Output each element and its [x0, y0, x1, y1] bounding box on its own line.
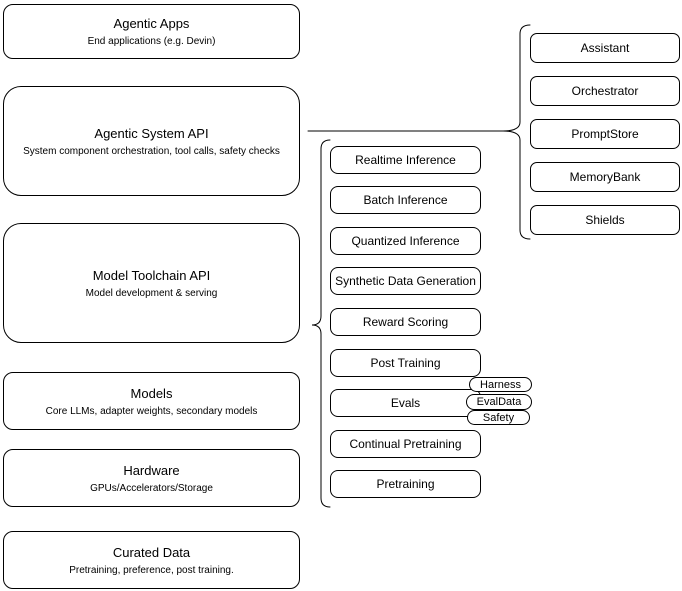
node-label: Realtime Inference: [355, 153, 456, 167]
node-shields: Shields: [530, 205, 680, 235]
node-label: Assistant: [580, 41, 630, 55]
node-label: PromptStore: [571, 127, 639, 141]
node-hardware: Hardware GPUs/Accelerators/Storage: [3, 449, 300, 507]
node-label: Shields: [585, 213, 625, 227]
pill-harness: Harness: [469, 377, 532, 392]
system-components-brace: [502, 24, 531, 240]
node-label: MemoryBank: [569, 170, 641, 184]
node-label: Orchestrator: [571, 84, 639, 98]
node-subtitle: Core LLMs, adapter weights, secondary mo…: [45, 405, 258, 417]
node-agentic-apps: Agentic Apps End applications (e.g. Devi…: [3, 4, 300, 59]
node-assistant: Assistant: [530, 33, 680, 63]
node-subtitle: GPUs/Accelerators/Storage: [90, 482, 213, 494]
node-pretraining: Pretraining: [330, 470, 481, 498]
node-agentic-system-api: Agentic System API System component orch…: [3, 86, 300, 196]
node-evals: Evals: [330, 389, 481, 417]
node-memorybank: MemoryBank: [530, 162, 680, 192]
node-curated-data: Curated Data Pretraining, preference, po…: [3, 531, 300, 589]
node-subtitle: Model development & serving: [85, 287, 218, 299]
node-synthetic-data-generation: Synthetic Data Generation: [330, 267, 481, 295]
node-quantized-inference: Quantized Inference: [330, 227, 481, 255]
pill-evaldata: EvalData: [466, 394, 532, 410]
node-title: Models: [130, 385, 173, 401]
node-label: Reward Scoring: [362, 315, 449, 329]
pill-label: Safety: [482, 411, 515, 424]
node-promptstore: PromptStore: [530, 119, 680, 149]
node-reward-scoring: Reward Scoring: [330, 308, 481, 336]
node-subtitle: Pretraining, preference, post training.: [69, 564, 234, 576]
node-orchestrator: Orchestrator: [530, 76, 680, 106]
node-batch-inference: Batch Inference: [330, 186, 481, 214]
node-label: Evals: [390, 396, 421, 410]
node-subtitle: End applications (e.g. Devin): [87, 36, 216, 47]
pill-label: Harness: [480, 378, 521, 391]
pill-safety: Safety: [467, 410, 530, 425]
node-subtitle: System component orchestration, tool cal…: [23, 145, 280, 157]
node-title: Model Toolchain API: [92, 267, 211, 283]
node-post-training: Post Training: [330, 349, 481, 377]
node-continual-pretraining: Continual Pretraining: [330, 430, 481, 458]
node-title: Agentic System API: [94, 125, 209, 141]
node-label: Quantized Inference: [351, 234, 460, 248]
node-label: Continual Pretraining: [349, 437, 462, 451]
node-title: Hardware: [123, 462, 180, 478]
node-models: Models Core LLMs, adapter weights, secon…: [3, 372, 300, 430]
node-model-toolchain-api: Model Toolchain API Model development & …: [3, 223, 300, 343]
node-label: Synthetic Data Generation: [335, 274, 476, 288]
node-label: Batch Inference: [363, 193, 448, 207]
node-realtime-inference: Realtime Inference: [330, 146, 481, 174]
node-title: Agentic Apps: [113, 16, 190, 31]
pill-label: EvalData: [476, 396, 522, 408]
toolchain-components-brace: [311, 139, 331, 508]
node-label: Post Training: [370, 356, 441, 370]
node-title: Curated Data: [112, 544, 191, 560]
node-label: Pretraining: [376, 477, 435, 491]
